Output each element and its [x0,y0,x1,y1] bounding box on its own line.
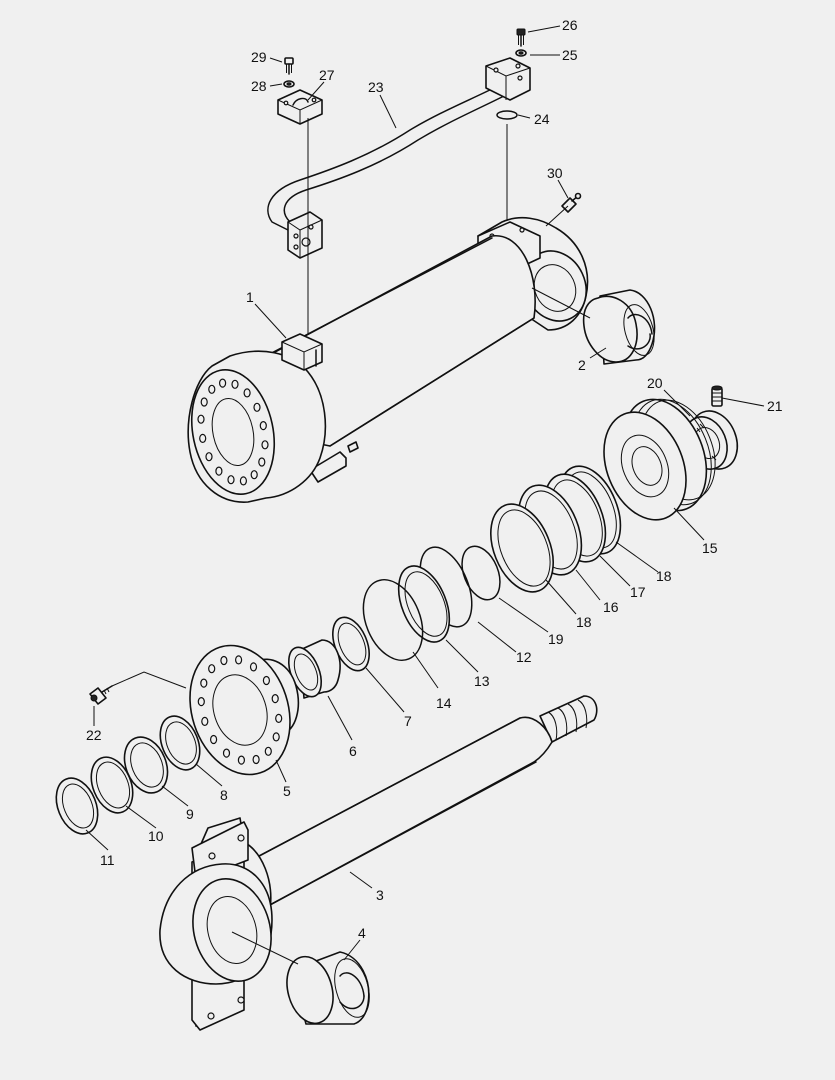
callout-28: 28 [251,78,267,94]
callout-29: 29 [251,49,267,65]
callout-19: 19 [548,631,564,647]
bolt-hole [220,655,228,666]
callout-22: 22 [86,727,102,743]
bolt-hole [205,452,213,462]
bolt-29 [284,57,294,75]
washer-28 [283,80,295,88]
callout-13: 13 [474,673,490,689]
o-ring-24 [496,110,518,120]
callout-4: 4 [358,925,366,941]
wear-ring-18b [490,503,554,593]
bushing-2 [582,289,656,365]
cylinder-barrel-1 [187,216,589,503]
backup-ring-13 [397,565,451,643]
bolt-hole [197,696,205,707]
pipe-clamp-27 [277,89,323,125]
callout-11: 11 [100,852,115,868]
callout-9: 9 [186,806,194,822]
bolt-hole [208,384,216,394]
bolt-hole [219,378,227,388]
o-ring-19 [461,545,501,601]
callout-16: 16 [603,599,619,615]
callout-6: 6 [349,743,357,759]
bolt-hole [258,457,266,467]
callout-18a: 18 [576,614,592,630]
bolt-hole [231,379,239,389]
callout-20: 20 [647,375,663,391]
bolt-hole [208,664,216,674]
head-bolt-holes [197,655,283,765]
bolt-hole [239,476,247,486]
bolt-hole [253,402,261,412]
bolt-hole [227,475,235,485]
callout-25: 25 [562,47,578,63]
bolt-hole [215,466,223,476]
bolt-hole [222,748,231,758]
callout-2: 2 [578,357,586,373]
callout-21: 21 [767,398,783,414]
callout-17: 17 [630,584,646,600]
bolt-hole [249,662,258,672]
bolt-hole [275,713,283,724]
guide-bushing-6 [287,639,341,699]
pipe-clamp-top [485,57,531,101]
callout-26: 26 [562,17,578,33]
callout-12: 12 [516,649,532,665]
bolt-hole [271,693,279,704]
bolt-hole [252,754,260,765]
set-screw-21 [711,385,723,407]
callout-labels: 1 2 3 4 5 6 7 8 9 10 11 12 13 14 15 16 1… [86,17,783,941]
washer-25 [515,49,527,57]
callout-5: 5 [283,783,291,799]
callout-14: 14 [436,695,452,711]
bolt-hole [237,755,245,765]
callout-15: 15 [702,540,718,556]
bolt-hole [250,470,258,480]
callout-27: 27 [319,67,335,83]
bolt-hole [197,414,205,424]
bolt-hole [259,421,267,431]
bolt-hole [199,433,207,443]
bolt-hole [262,675,270,686]
bolt-26 [516,28,526,47]
callout-24: 24 [534,111,550,127]
callout-18b: 18 [656,568,672,584]
callout-7: 7 [404,713,412,729]
bolt-hole [261,440,269,450]
end-cap-bolt-holes [197,378,269,486]
bolt-hole [200,397,208,407]
seal-ring-8 [159,715,201,771]
socket-head-screw-22 [89,685,113,705]
piston-rod-3 [159,695,598,1031]
o-ring-14 [362,579,424,661]
bolt-hole [210,734,218,745]
bolt-hole [235,655,243,665]
piston-15 [603,398,716,521]
callout-30: 30 [547,165,563,181]
callout-23: 23 [368,79,384,95]
callout-10: 10 [148,828,164,844]
bolt-hole [272,732,280,742]
bolt-hole [264,746,272,756]
assembly-line [111,671,187,689]
bolt-hole [243,388,251,398]
callout-1: 1 [246,289,254,305]
leader-lines [85,25,765,965]
callout-8: 8 [220,787,228,803]
hydraulic-pipe-23 [267,85,505,259]
callout-3: 3 [376,887,384,903]
seal-ring-10 [90,756,134,814]
bushing-4 [286,951,370,1025]
bolt-hole [201,716,209,727]
bolt-hole [200,678,208,688]
wiper-ring-11 [55,777,99,835]
